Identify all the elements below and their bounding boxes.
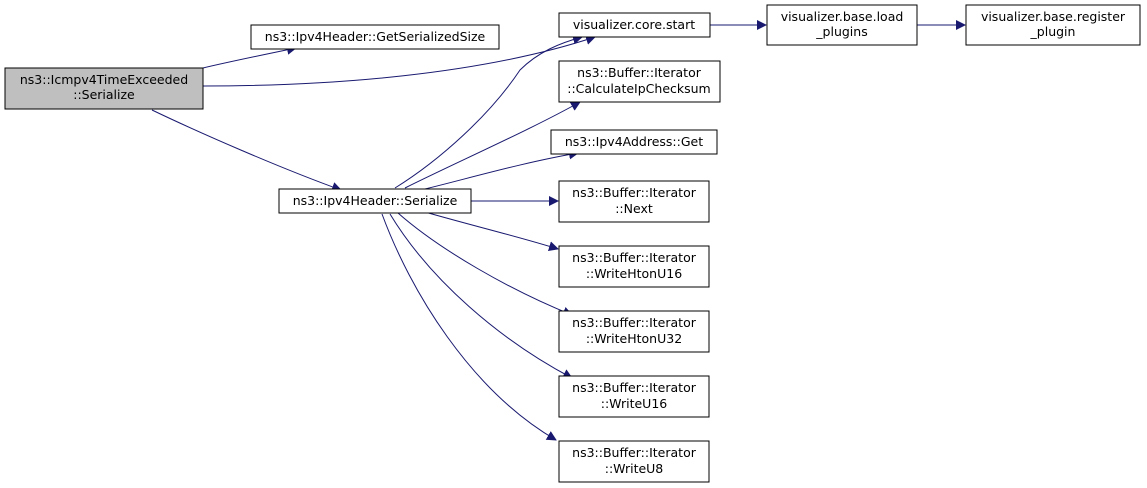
edge-header-serialize-to-write-u8 <box>381 213 557 441</box>
node-label: ns3::Buffer::Iterator <box>577 65 702 80</box>
node-label: visualizer.base.load <box>781 9 904 24</box>
node-root[interactable]: ns3::Icmpv4TimeExceeded ::Serialize <box>4 67 204 110</box>
node-label: _plugin <box>1030 24 1076 39</box>
node-label: ns3::Buffer::Iterator <box>572 185 697 200</box>
edge-header-serialize-to-calc-ip-checksum <box>404 101 581 189</box>
node-write-u16[interactable]: ns3::Buffer::Iterator ::WriteU16 <box>558 375 710 418</box>
node-label: visualizer.base.register <box>981 9 1126 24</box>
node-label: ns3::Buffer::Iterator <box>572 445 697 460</box>
node-label: ns3::Buffer::Iterator <box>572 315 697 330</box>
node-label: ns3::Buffer::Iterator <box>572 380 697 395</box>
edge-root-to-get-serialized-size <box>202 44 297 69</box>
edge-header-serialize-to-write-hton-u32 <box>397 212 573 317</box>
node-write-u8[interactable]: ns3::Buffer::Iterator ::WriteU8 <box>558 440 710 483</box>
edge-header-serialize-to-core-start <box>394 34 583 189</box>
node-label: ns3::Ipv4Header::Serialize <box>293 193 458 208</box>
node-header-serialize[interactable]: ns3::Ipv4Header::Serialize <box>278 188 472 214</box>
node-core-start[interactable]: visualizer.core.start <box>558 12 711 38</box>
node-label: ::WriteHtonU16 <box>586 266 682 281</box>
node-label: ::Serialize <box>73 87 135 102</box>
node-write-hton-u32[interactable]: ns3::Buffer::Iterator ::WriteHtonU32 <box>558 310 710 353</box>
node-write-hton-u16[interactable]: ns3::Buffer::Iterator ::WriteHtonU16 <box>558 245 710 288</box>
node-label: ns3::Buffer::Iterator <box>572 250 697 265</box>
node-register-plugin[interactable]: visualizer.base.register _plugin <box>965 4 1141 46</box>
edge-header-serialize-to-write-u16 <box>389 213 573 379</box>
node-label: ns3::Icmpv4TimeExceeded <box>20 72 188 87</box>
node-label: ::CalculateIpChecksum <box>567 81 711 96</box>
edges <box>151 20 966 441</box>
node-label: ns3::Ipv4Address::Get <box>565 134 703 149</box>
node-load-plugins[interactable]: visualizer.base.load _plugins <box>766 4 918 46</box>
node-ipv4-address-get[interactable]: ns3::Ipv4Address::Get <box>550 129 718 155</box>
edge-root-to-header-serialize <box>151 109 342 192</box>
node-get-serialized-size[interactable]: ns3::Ipv4Header::GetSerializedSize <box>250 24 500 50</box>
edge-header-serialize-to-ipv4-address-get <box>424 149 579 190</box>
edge-header-serialize-to-write-hton-u16 <box>424 211 559 252</box>
node-iterator-next[interactable]: ns3::Buffer::Iterator ::Next <box>558 180 710 223</box>
node-label: ::WriteHtonU32 <box>586 331 682 346</box>
node-label: _plugins <box>815 24 867 39</box>
node-label: ::WriteU8 <box>605 461 664 476</box>
node-calc-ip-checksum[interactable]: ns3::Buffer::Iterator ::CalculateIpCheck… <box>558 60 721 103</box>
node-label: visualizer.core.start <box>573 17 695 32</box>
node-label: ::WriteU16 <box>601 396 668 411</box>
node-label: ns3::Ipv4Header::GetSerializedSize <box>265 29 486 44</box>
node-label: ::Next <box>615 201 653 216</box>
